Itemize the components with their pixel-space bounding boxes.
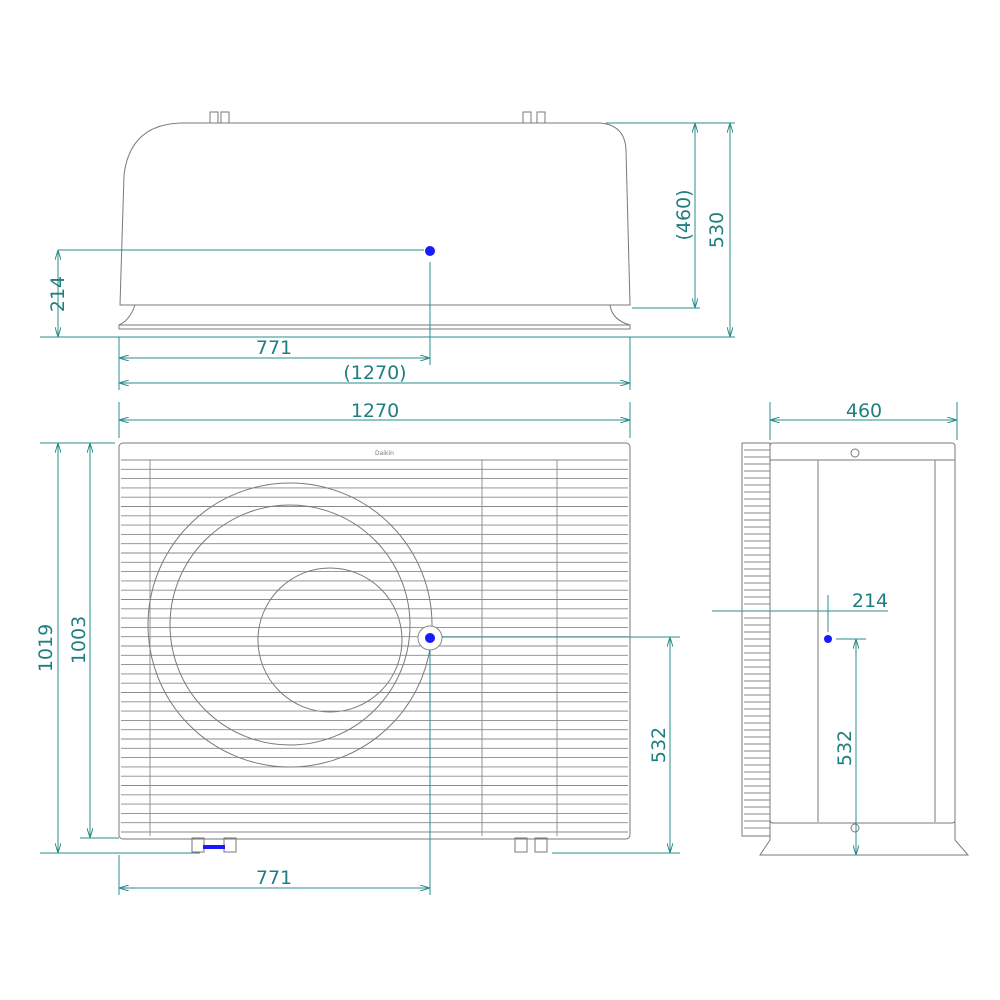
dim-side-460: 460: [846, 400, 882, 422]
dim-top-460: (460): [673, 189, 695, 240]
center-of-gravity-marker: [425, 633, 435, 643]
side-fins: [744, 449, 770, 829]
center-of-gravity-marker: [824, 635, 832, 643]
dim-side-532: 532: [834, 730, 856, 766]
side-view: 460 214 532: [712, 400, 970, 856]
top-view: 214 (460) 530 771 (1270): [40, 111, 735, 390]
dim-front-1019: 1019: [35, 624, 57, 672]
dim-front-1270: 1270: [351, 400, 399, 422]
dim-front-1003: 1003: [68, 616, 90, 664]
dim-front-532: 532: [648, 727, 670, 763]
grille: [121, 459, 628, 836]
dim-front-771: 771: [256, 867, 292, 889]
brand-logo: Daikin: [375, 450, 394, 457]
front-view: Daikin 1270 1019 1003 532 771: [35, 400, 680, 895]
dim-top-1270: (1270): [343, 362, 406, 384]
dim-top-771: 771: [256, 337, 292, 359]
dim-top-214: 214: [47, 276, 69, 312]
center-of-gravity-marker: [425, 246, 435, 256]
dim-side-214: 214: [852, 590, 888, 612]
dim-top-530: 530: [706, 212, 728, 248]
